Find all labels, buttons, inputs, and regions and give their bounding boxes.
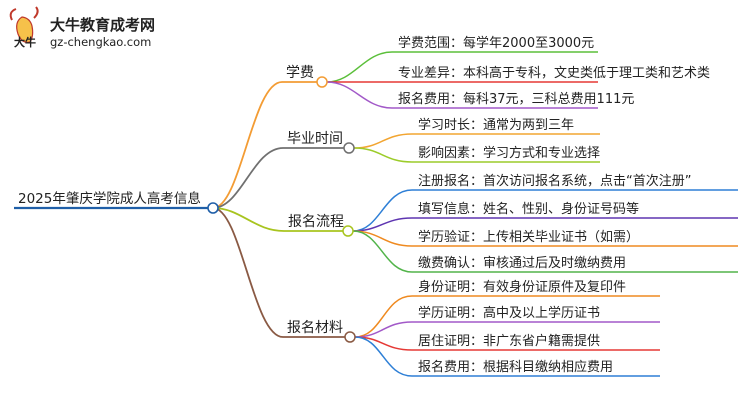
branch-node: 毕业时间 (287, 131, 343, 147)
branch-to-leaf-connector (354, 336, 413, 377)
root-to-branch-connector (212, 207, 284, 338)
logo-mark-text: 大牛 (14, 35, 36, 49)
branch-to-leaf-connector (326, 51, 393, 83)
leaf-label: 学费范围：每学年2000至3000元 (398, 35, 594, 51)
branch-label: 报名流程 (288, 214, 344, 230)
branch-node-circle (344, 331, 356, 343)
connector-lines (212, 51, 738, 377)
branch-to-leaf-connector (354, 295, 413, 338)
branch-to-leaf-connector (326, 81, 393, 109)
root-node: 2025年肇庆学院成人高考信息 (14, 190, 212, 210)
branch-to-leaf-connector (353, 133, 413, 149)
root-node-circle (207, 202, 219, 214)
leaf-label: 学历验证：上传相关毕业证书（如需） (418, 229, 639, 245)
logo-url: gz-chengkao.com (50, 35, 151, 49)
root-label: 2025年肇庆学院成人高考信息 (18, 190, 201, 207)
branch-to-leaf-connector (352, 230, 413, 273)
logo-name: 大牛教育成考网 (50, 16, 155, 34)
site-logo: 大牛 大牛教育成考网 gz-chengkao.com (9, 6, 155, 49)
branch-node-circle (343, 142, 355, 154)
root-to-branch-connector (212, 81, 283, 209)
leaf-label: 影响因素：学习方式和专业选择 (418, 145, 600, 161)
branch-node-circle (342, 225, 354, 237)
branch-node-circle (316, 76, 328, 88)
branch-to-leaf-connector (353, 147, 413, 163)
branch-label: 毕业时间 (287, 131, 343, 147)
leaf-label: 学习时长：通常为两到三年 (418, 117, 574, 133)
leaf-label: 缴费确认：审核通过后及时缴纳费用 (418, 256, 626, 271)
leaf-label: 学历证明：高中及以上学历证书 (418, 305, 600, 321)
mindmap-nodes: 2025年肇庆学院成人高考信息 学费 学费范围：每学年2000至3000元专业差异：… (14, 35, 710, 375)
leaf-label: 报名费用：每科37元，三科总费用111元 (398, 91, 634, 107)
leaf-label: 报名费用：根据科目缴纳相应费用 (418, 359, 613, 375)
root-to-branch-connector (212, 147, 284, 209)
leaf-label: 居住证明：非广东省户籍需提供 (418, 333, 600, 349)
leaf-label: 专业差异：本科高于专科，文史类低于理工类和艺术类 (398, 65, 710, 81)
branch-label: 报名材料 (287, 320, 343, 336)
root-to-branch-connector (212, 207, 285, 232)
leaf-label: 填写信息：姓名、性别、身份证号码等 (418, 201, 639, 217)
branch-to-leaf-connector (352, 189, 413, 232)
branch-node: 报名流程 (288, 214, 344, 230)
branch-node: 报名材料 (287, 320, 343, 336)
branch-node: 学费 (286, 65, 314, 81)
leaf-label: 注册报名：首次访问报名系统，点击“首次注册” (418, 173, 691, 189)
branch-label: 学费 (286, 65, 314, 81)
bull-mascot-icon: 大牛 (9, 6, 39, 49)
leaf-label: 身份证明：有效身份证原件及复印件 (418, 279, 626, 295)
